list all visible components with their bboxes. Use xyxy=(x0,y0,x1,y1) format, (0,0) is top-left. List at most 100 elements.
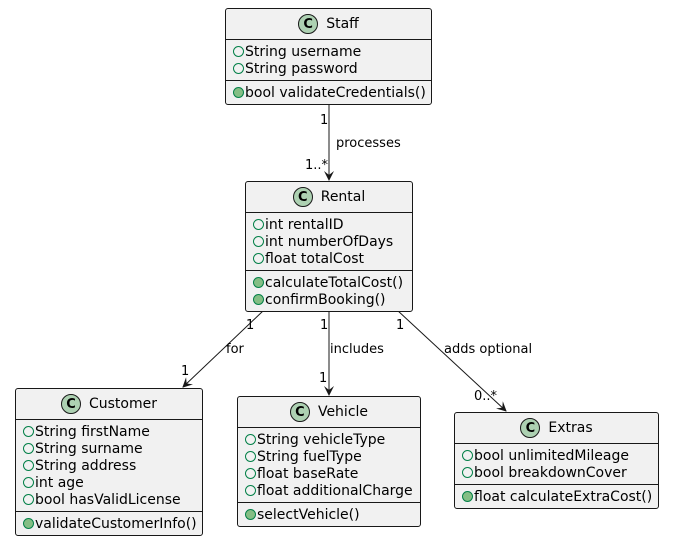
association-label: includes xyxy=(330,342,384,357)
operation-text: float calculateExtraCost() xyxy=(474,488,653,505)
public-method-icon xyxy=(253,294,264,305)
attribute-row: float baseRate xyxy=(245,465,414,482)
attribute-row: float additionalCharge xyxy=(245,482,414,499)
public-attribute-icon xyxy=(245,468,256,479)
public-attribute-icon xyxy=(23,494,34,505)
attribute-row: String fuelType xyxy=(245,448,414,465)
operation-row: float calculateExtraCost() xyxy=(462,488,652,505)
attribute-text: String vehicleType xyxy=(257,431,386,448)
attribute-row: int rentalID xyxy=(253,216,406,233)
attribute-row: String address xyxy=(23,457,196,474)
multiplicity-label: 1 xyxy=(396,318,405,333)
class-stereotype-icon: C xyxy=(298,14,319,34)
public-attribute-icon xyxy=(253,219,264,230)
association-label: for xyxy=(226,342,244,357)
class-name: Vehicle xyxy=(317,404,369,420)
public-attribute-icon xyxy=(23,443,34,454)
public-attribute-icon xyxy=(23,426,34,437)
public-attribute-icon xyxy=(253,236,264,247)
class-rental: C Rental int rentalID int numberOfDays f… xyxy=(245,181,413,312)
class-stereotype-icon: C xyxy=(60,394,81,414)
multiplicity-label: 0..* xyxy=(474,389,498,404)
attribute-text: int numberOfDays xyxy=(265,233,394,250)
operation-row: calculateTotalCost() xyxy=(253,274,406,291)
multiplicity-label: 1..* xyxy=(305,158,329,173)
attribute-row: String password xyxy=(233,60,425,77)
class-name: Customer xyxy=(88,396,157,412)
public-attribute-icon xyxy=(233,46,244,57)
attributes-section: int rentalID int numberOfDays float tota… xyxy=(246,213,412,270)
attributes-section: String vehicleType String fuelType float… xyxy=(238,428,420,502)
class-stereotype-icon: C xyxy=(289,402,310,422)
class-customer: C Customer String firstName String surna… xyxy=(15,388,203,536)
attribute-text: float totalCost xyxy=(265,250,365,267)
public-attribute-icon xyxy=(253,253,264,264)
attribute-text: int rentalID xyxy=(265,216,344,233)
operation-text: confirmBooking() xyxy=(265,291,386,308)
attribute-row: int age xyxy=(23,474,196,491)
public-attribute-icon xyxy=(462,467,473,478)
attributes-section: String username String password xyxy=(226,40,431,80)
attribute-text: String password xyxy=(245,60,358,77)
attribute-text: float additionalCharge xyxy=(257,482,413,499)
public-attribute-icon xyxy=(462,450,473,461)
class-stereotype-icon: C xyxy=(520,418,541,438)
operations-section: calculateTotalCost() confirmBooking() xyxy=(246,270,412,311)
operations-section: validateCustomerInfo() xyxy=(16,511,202,535)
attribute-row: String surname xyxy=(23,440,196,457)
association-rental-customer xyxy=(182,309,265,388)
public-attribute-icon xyxy=(233,63,244,74)
attribute-text: bool unlimitedMileage xyxy=(474,447,629,464)
public-attribute-icon xyxy=(245,451,256,462)
attribute-text: String fuelType xyxy=(257,448,362,465)
public-attribute-icon xyxy=(245,434,256,445)
operations-section: float calculateExtraCost() xyxy=(455,484,658,508)
association-label: processes xyxy=(336,136,401,151)
operations-section: selectVehicle() xyxy=(238,502,420,526)
public-attribute-icon xyxy=(23,460,34,471)
attribute-text: String firstName xyxy=(35,423,150,440)
class-header: C Vehicle xyxy=(238,397,420,428)
public-attribute-icon xyxy=(245,485,256,496)
class-header: C Staff xyxy=(226,9,431,40)
multiplicity-label: 1 xyxy=(320,318,329,333)
public-method-icon xyxy=(253,277,264,288)
attribute-row: bool hasValidLicense xyxy=(23,491,196,508)
class-vehicle: C Vehicle String vehicleType String fuel… xyxy=(237,396,421,527)
class-name: Extras xyxy=(548,420,593,436)
class-staff: C Staff String username String password … xyxy=(225,8,432,105)
attribute-row: int numberOfDays xyxy=(253,233,406,250)
class-name: Staff xyxy=(326,16,359,32)
operation-text: calculateTotalCost() xyxy=(265,274,404,291)
class-header: C Rental xyxy=(246,182,412,213)
association-rental-extras xyxy=(396,309,507,412)
attribute-text: String username xyxy=(245,43,362,60)
attribute-row: bool breakdownCover xyxy=(462,464,652,481)
operation-text: bool validateCredentials() xyxy=(245,84,426,101)
association-label: adds optional xyxy=(444,342,533,357)
operation-text: validateCustomerInfo() xyxy=(35,515,197,532)
attribute-text: bool hasValidLicense xyxy=(35,491,181,508)
class-extras: C Extras bool unlimitedMileage bool brea… xyxy=(454,412,659,509)
operation-row: selectVehicle() xyxy=(245,506,414,523)
multiplicity-label: 1 xyxy=(246,318,255,333)
multiplicity-label: 1 xyxy=(320,113,329,128)
operation-text: selectVehicle() xyxy=(257,506,360,523)
public-method-icon xyxy=(233,87,244,98)
attributes-section: String firstName String surname String a… xyxy=(16,420,202,511)
class-name: Rental xyxy=(320,189,366,205)
attribute-text: float baseRate xyxy=(257,465,359,482)
operation-row: confirmBooking() xyxy=(253,291,406,308)
public-attribute-icon xyxy=(23,477,34,488)
operations-section: bool validateCredentials() xyxy=(226,80,431,104)
attribute-row: float totalCost xyxy=(253,250,406,267)
attribute-row: String username xyxy=(233,43,425,60)
attributes-section: bool unlimitedMileage bool breakdownCove… xyxy=(455,444,658,484)
multiplicity-label: 1 xyxy=(319,371,328,386)
attribute-text: int age xyxy=(35,474,84,491)
class-header: C Customer xyxy=(16,389,202,420)
attribute-text: String surname xyxy=(35,440,143,457)
class-stereotype-icon: C xyxy=(292,187,313,207)
attribute-text: String address xyxy=(35,457,137,474)
